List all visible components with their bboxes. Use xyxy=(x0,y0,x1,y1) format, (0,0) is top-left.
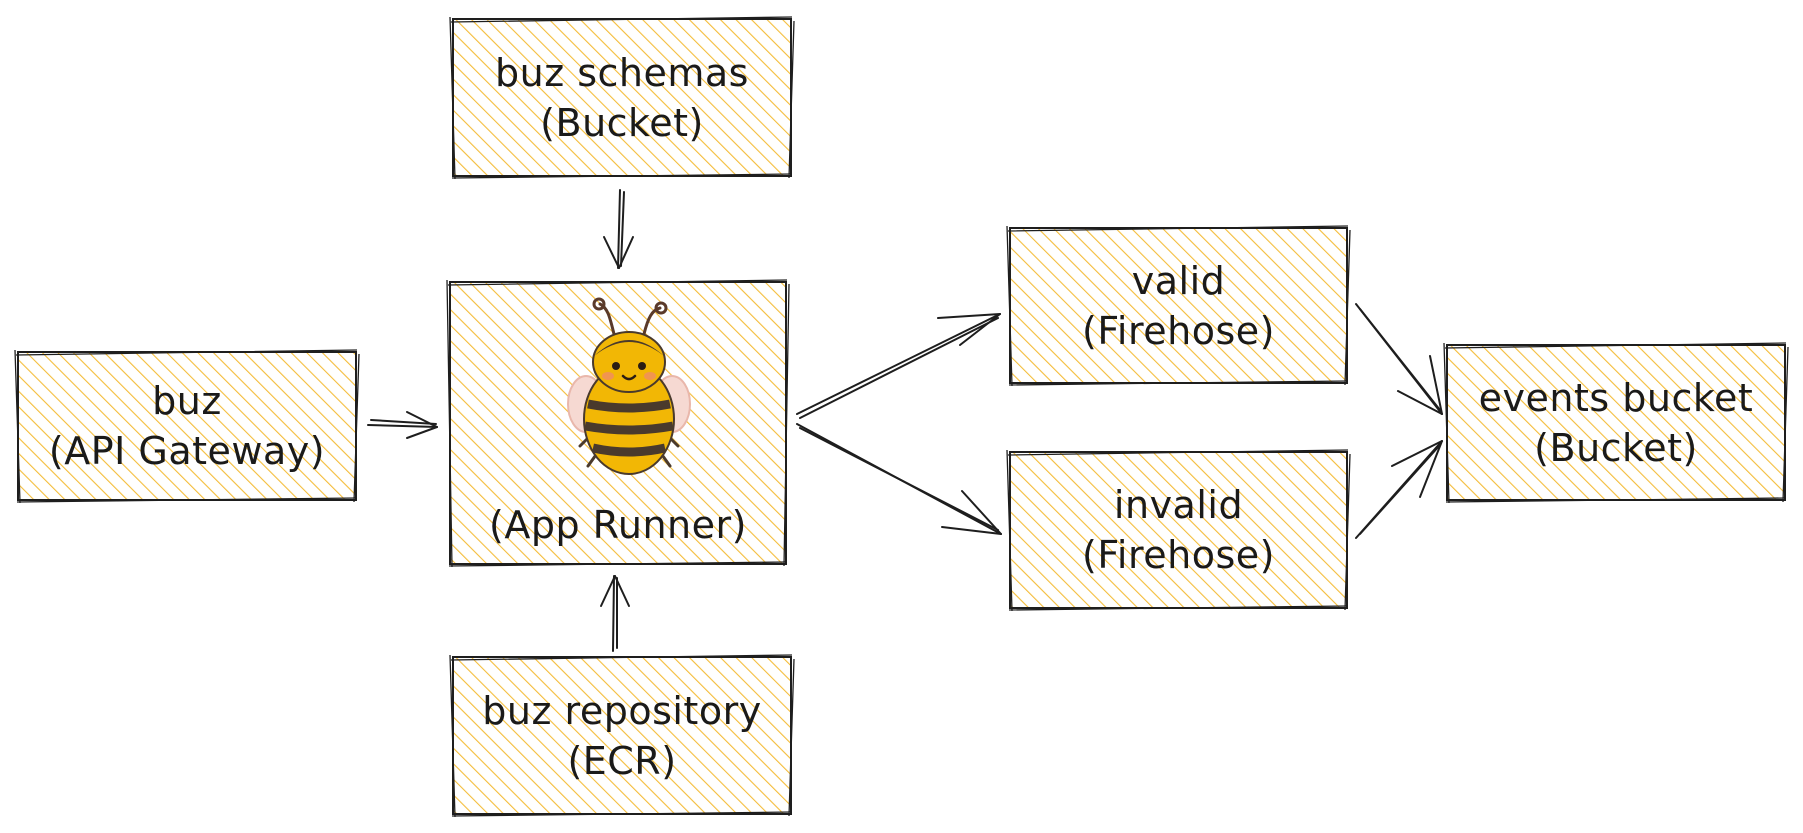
arrow-schemas-to-runner xyxy=(603,189,634,269)
bee-icon xyxy=(567,297,691,475)
node-invalid-type: (Firehose) xyxy=(1082,533,1275,577)
box-api-gateway xyxy=(14,349,360,504)
node-repository: buz repository (ECR) xyxy=(453,657,791,814)
arrow-runner-to-valid xyxy=(796,313,1001,419)
node-schemas-title: buz schemas xyxy=(495,50,749,95)
node-events-bucket-title: events bucket xyxy=(1478,375,1754,420)
node-app-runner: (App Runner) xyxy=(450,282,786,564)
node-api-gateway-type: (API Gateway) xyxy=(48,429,326,473)
node-valid: valid (Firehose) xyxy=(1010,228,1347,383)
node-valid-title: valid xyxy=(1131,258,1226,303)
node-repository-type: (ECR) xyxy=(567,738,677,783)
box-schemas xyxy=(449,16,795,180)
box-events-bucket xyxy=(1443,342,1789,504)
arrow-repository-to-runner xyxy=(600,575,630,652)
node-invalid-title: invalid xyxy=(1113,483,1244,527)
node-valid-type: (Firehose) xyxy=(1082,308,1275,353)
arrow-api-to-runner xyxy=(367,411,438,439)
node-schemas: buz schemas (Bucket) xyxy=(453,19,791,176)
arrow-valid-to-events xyxy=(1355,303,1443,415)
box-invalid xyxy=(1006,449,1351,612)
node-events-bucket: events bucket (Bucket) xyxy=(1447,345,1785,500)
arrow-invalid-to-events xyxy=(1355,440,1443,539)
box-valid xyxy=(1006,225,1351,387)
node-events-bucket-type: (Bucket) xyxy=(1534,425,1698,470)
node-schemas-type: (Bucket) xyxy=(540,100,704,145)
node-api-gateway: buz (API Gateway) xyxy=(18,352,356,500)
node-invalid: invalid (Firehose) xyxy=(1010,452,1347,608)
box-repository xyxy=(449,654,795,818)
node-repository-title: buz repository xyxy=(482,688,762,733)
node-app-runner-type: (App Runner) xyxy=(489,503,747,547)
arrow-runner-to-invalid xyxy=(796,423,1002,535)
node-api-gateway-title: buz xyxy=(152,379,222,423)
